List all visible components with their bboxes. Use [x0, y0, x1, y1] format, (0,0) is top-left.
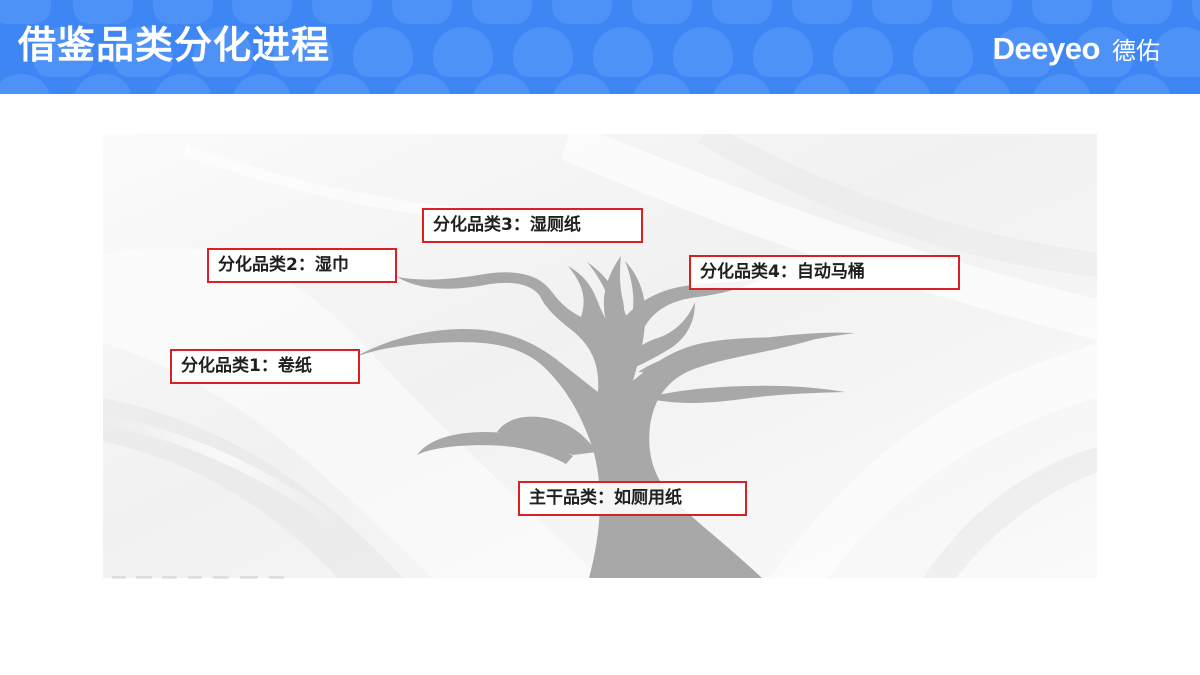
trunk-label-toilet-paper: 主干品类：如厕用纸	[518, 481, 747, 516]
branch-label-wet-wipes: 分化品类2：湿巾	[207, 248, 397, 283]
brand-name-english: Deeyeo	[992, 31, 1101, 66]
slide-header: 借鉴品类分化进程 Deeyeo 德佑	[0, 0, 1200, 94]
category-tree-diagram: 分化品类1：卷纸 分化品类2：湿巾 分化品类3：湿厕纸 分化品类4：自动马桶 主…	[103, 134, 1097, 578]
branch-label-automatic-toilet: 分化品类4：自动马桶	[689, 255, 960, 290]
page-title: 借鉴品类分化进程	[18, 23, 331, 67]
faint-bottom-caption-marks	[112, 576, 284, 579]
tree-illustration	[353, 256, 855, 578]
brand-logo: Deeyeo 德佑	[993, 31, 1160, 72]
branch-label-roll-paper: 分化品类1：卷纸	[170, 349, 360, 384]
branch-label-wet-toilet-paper: 分化品类3：湿厕纸	[422, 208, 643, 243]
brand-name-chinese: 德佑	[1112, 37, 1160, 65]
